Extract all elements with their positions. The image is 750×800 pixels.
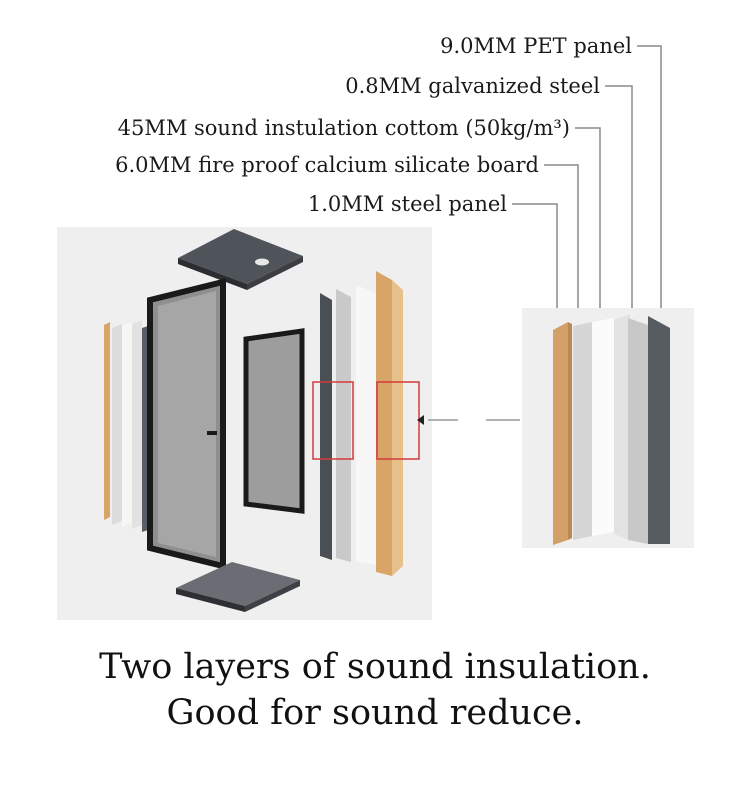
label-pet-panel: 9.0MM PET panel	[440, 34, 632, 58]
cross-section-layers	[553, 314, 670, 545]
label-calcium-silicate: 6.0MM fire proof calcium silicate board	[115, 153, 539, 177]
arrow-head-icon	[417, 415, 424, 425]
caption-line-2: Good for sound reduce.	[166, 693, 584, 733]
leader-line-pet	[637, 45, 662, 318]
leader-line-galvanized	[605, 85, 633, 322]
highlight-box-left	[312, 381, 354, 460]
door	[147, 278, 226, 570]
window-panel	[243, 328, 305, 514]
ceiling-panel	[178, 229, 303, 290]
right-layers	[320, 271, 403, 576]
label-sound-cotton: 45MM sound instulation cottom (50kg/m³)	[117, 116, 570, 140]
leader-lines	[512, 45, 662, 330]
floor-panel	[176, 562, 300, 612]
leader-line-steel	[512, 203, 558, 330]
label-galvanized-steel: 0.8MM galvanized steel	[345, 74, 600, 98]
label-steel-panel: 1.0MM steel panel	[307, 192, 507, 216]
caption-line-1: Two layers of sound insulation.	[99, 647, 651, 687]
leader-line-silicate	[544, 164, 579, 328]
leader-line-cotton	[575, 127, 601, 326]
